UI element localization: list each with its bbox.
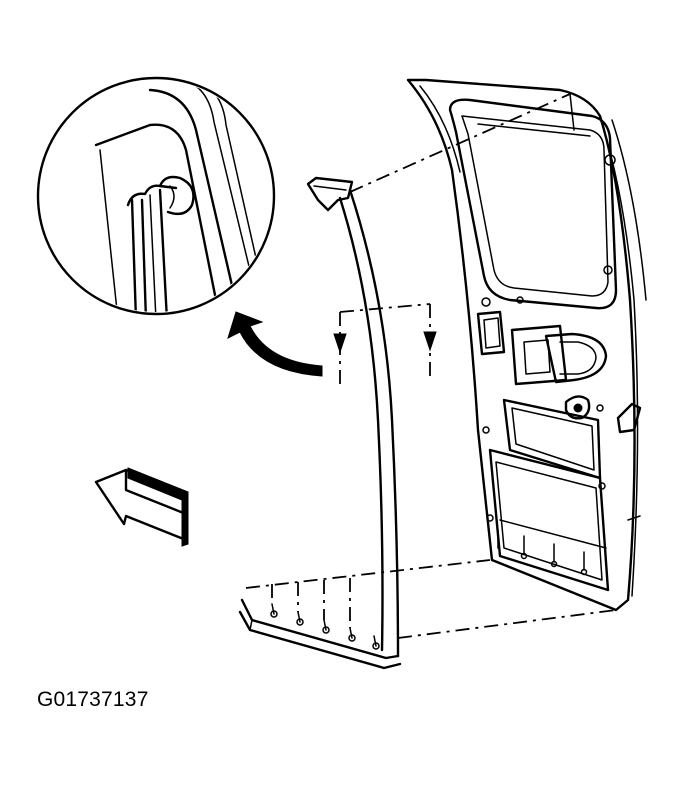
detail-circle (36, 76, 276, 316)
front-arrow-icon (94, 467, 189, 547)
weatherstrip-seal (238, 176, 402, 670)
detail-seal-section (94, 80, 271, 312)
push-arrows (333, 331, 437, 354)
curved-arrow-icon (227, 311, 323, 377)
rear-door (406, 78, 647, 612)
figure-id-label: G01737137 (37, 688, 149, 711)
